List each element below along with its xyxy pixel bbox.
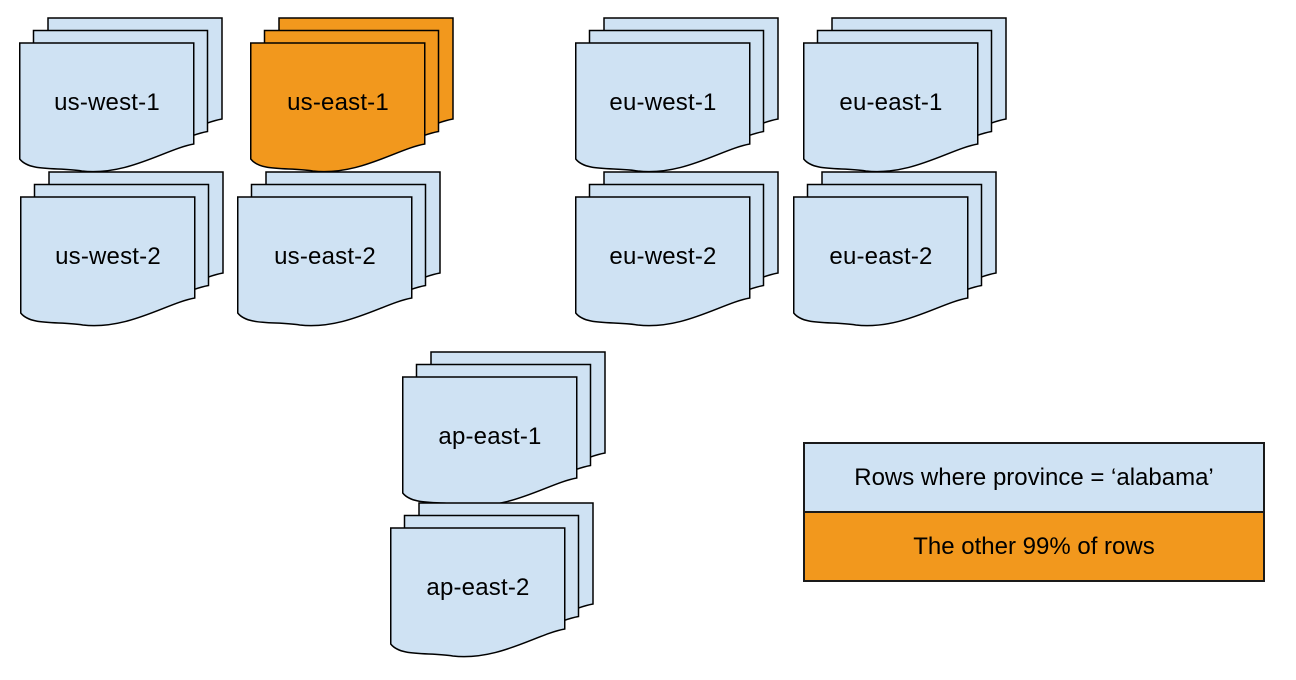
doc-stack-ap-east-1: ap-east-1 — [402, 351, 606, 511]
legend: Rows where province = ‘alabama’The other… — [803, 442, 1265, 582]
document-sheet-front — [20, 196, 196, 327]
legend-item-other-rows: The other 99% of rows — [805, 511, 1263, 580]
document-stack-graphic — [402, 351, 606, 507]
doc-stack-eu-east-2: eu-east-2 — [793, 171, 997, 331]
document-sheet-front — [803, 42, 979, 173]
document-stack-graphic — [20, 171, 224, 327]
document-sheet-front — [575, 42, 751, 173]
doc-stack-us-east-2: us-east-2 — [237, 171, 441, 331]
document-sheet-front — [237, 196, 413, 327]
document-stack-graphic — [803, 17, 1007, 173]
document-stack-graphic — [19, 17, 223, 173]
document-stack-graphic — [237, 171, 441, 327]
legend-item-alabama-rows: Rows where province = ‘alabama’ — [805, 444, 1263, 511]
document-stack-graphic — [793, 171, 997, 327]
doc-stack-eu-east-1: eu-east-1 — [803, 17, 1007, 177]
document-stack-graphic — [390, 502, 594, 658]
document-sheet-front — [19, 42, 195, 173]
doc-stack-ap-east-2: ap-east-2 — [390, 502, 594, 662]
document-stack-graphic — [575, 17, 779, 173]
document-stack-graphic — [575, 171, 779, 327]
doc-stack-eu-west-1: eu-west-1 — [575, 17, 779, 177]
document-sheet-front — [250, 42, 426, 173]
doc-stack-us-east-1: us-east-1 — [250, 17, 454, 177]
doc-stack-eu-west-2: eu-west-2 — [575, 171, 779, 331]
document-sheet-front — [390, 527, 566, 658]
document-sheet-front — [402, 376, 578, 507]
document-sheet-front — [793, 196, 969, 327]
document-sheet-front — [575, 196, 751, 327]
doc-stack-us-west-1: us-west-1 — [19, 17, 223, 177]
doc-stack-us-west-2: us-west-2 — [20, 171, 224, 331]
document-stack-graphic — [250, 17, 454, 173]
